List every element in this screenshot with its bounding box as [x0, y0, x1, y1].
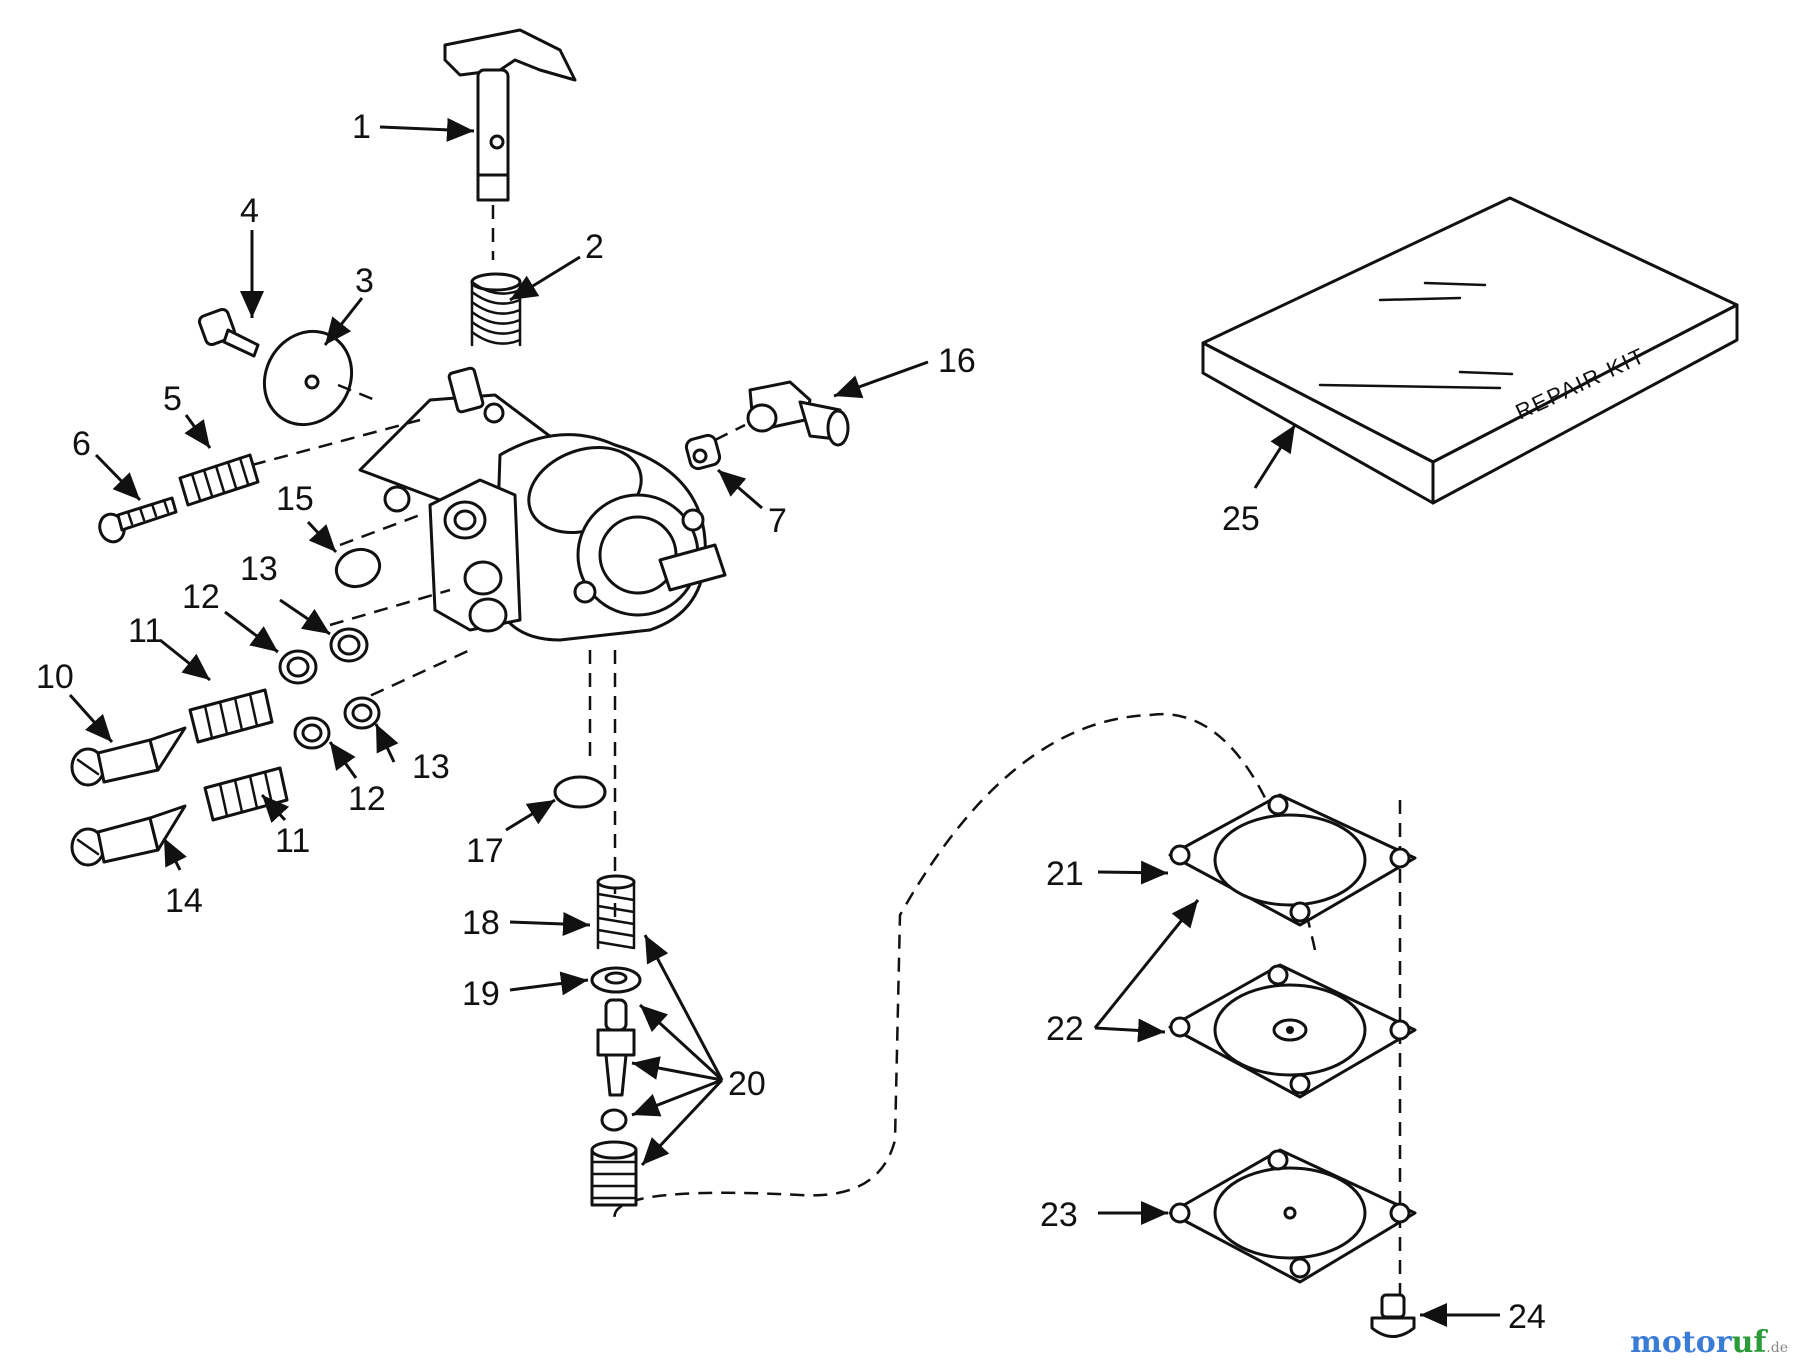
- callout-12-upper: 12: [182, 578, 220, 616]
- callout-23: 23: [1040, 1196, 1078, 1234]
- part-throttle-shaft: [443, 28, 577, 202]
- callout-12-lower: 12: [348, 780, 386, 818]
- part-welch-plug: [334, 547, 382, 589]
- callout-7: 7: [768, 502, 787, 540]
- callout-11-lower: 11: [275, 822, 310, 860]
- callout-10: 10: [36, 658, 74, 696]
- part-idle-spring: [178, 453, 260, 507]
- part-cover-screw: [1370, 1293, 1416, 1338]
- part-o-ring-lower: [343, 696, 381, 730]
- callout-19: 19: [462, 975, 500, 1013]
- part-idle-screw: [98, 496, 178, 544]
- part-diaphragm-cover: [1168, 1148, 1417, 1284]
- watermark-tld: .de: [1766, 1340, 1788, 1356]
- callout-16: 16: [938, 342, 976, 380]
- callout-20: 20: [728, 1065, 766, 1103]
- part-inlet-needle: [596, 998, 636, 1097]
- part-washer-lower: [293, 716, 331, 750]
- callout-1: 1: [352, 108, 371, 146]
- callout-13-upper: 13: [240, 550, 278, 588]
- part-repair-kit: REPAIR KIT: [1201, 196, 1739, 505]
- part-inlet-washer: [590, 966, 642, 994]
- part-inlet-seat-ball: [600, 1108, 628, 1132]
- watermark-main: motor: [1630, 1325, 1732, 1360]
- part-carburetor-body: [358, 366, 727, 642]
- part-washer-upper: [278, 649, 318, 685]
- callout-5: 5: [163, 380, 182, 418]
- callout-14: 14: [165, 882, 203, 920]
- part-fuel-inlet-fitting: [746, 380, 850, 447]
- part-check-disc: [553, 775, 607, 809]
- callout-13-lower: 13: [412, 748, 450, 786]
- part-fitting-gasket: [684, 433, 722, 471]
- part-throttle-spring: [470, 272, 522, 347]
- callout-18: 18: [462, 904, 500, 942]
- site-watermark: motoruf.de: [1630, 1325, 1788, 1360]
- callout-labels: 1 2 3 4 5 6 7 10 11 11 12 12 13 13 14 15…: [36, 108, 1546, 1336]
- part-needle-spring-upper: [188, 688, 274, 744]
- part-plate-screw: [197, 307, 260, 358]
- part-throttle-plate: [262, 329, 354, 427]
- callout-24: 24: [1508, 1298, 1546, 1336]
- part-needle-spring-lower: [203, 766, 289, 822]
- part-idle-needle: [70, 804, 187, 867]
- callout-21: 21: [1046, 855, 1084, 893]
- callout-17: 17: [466, 832, 504, 870]
- callout-6: 6: [72, 425, 91, 463]
- callout-2: 2: [585, 228, 604, 266]
- part-inlet-spring: [596, 874, 636, 950]
- callout-15: 15: [276, 480, 314, 518]
- callout-22: 22: [1046, 1010, 1084, 1048]
- part-diaphragm: [1168, 963, 1417, 1099]
- part-diaphragm-cover-gasket: [1168, 793, 1417, 927]
- callout-3: 3: [355, 262, 374, 300]
- part-main-needle: [70, 726, 187, 787]
- part-inlet-seat: [590, 1140, 638, 1207]
- callout-25: 25: [1222, 500, 1260, 538]
- callout-4: 4: [240, 192, 259, 230]
- leader-arrows: [68, 117, 1500, 1327]
- callout-11-upper: 11: [128, 612, 163, 650]
- watermark-accent: uf: [1731, 1325, 1767, 1360]
- part-o-ring-upper: [329, 627, 369, 663]
